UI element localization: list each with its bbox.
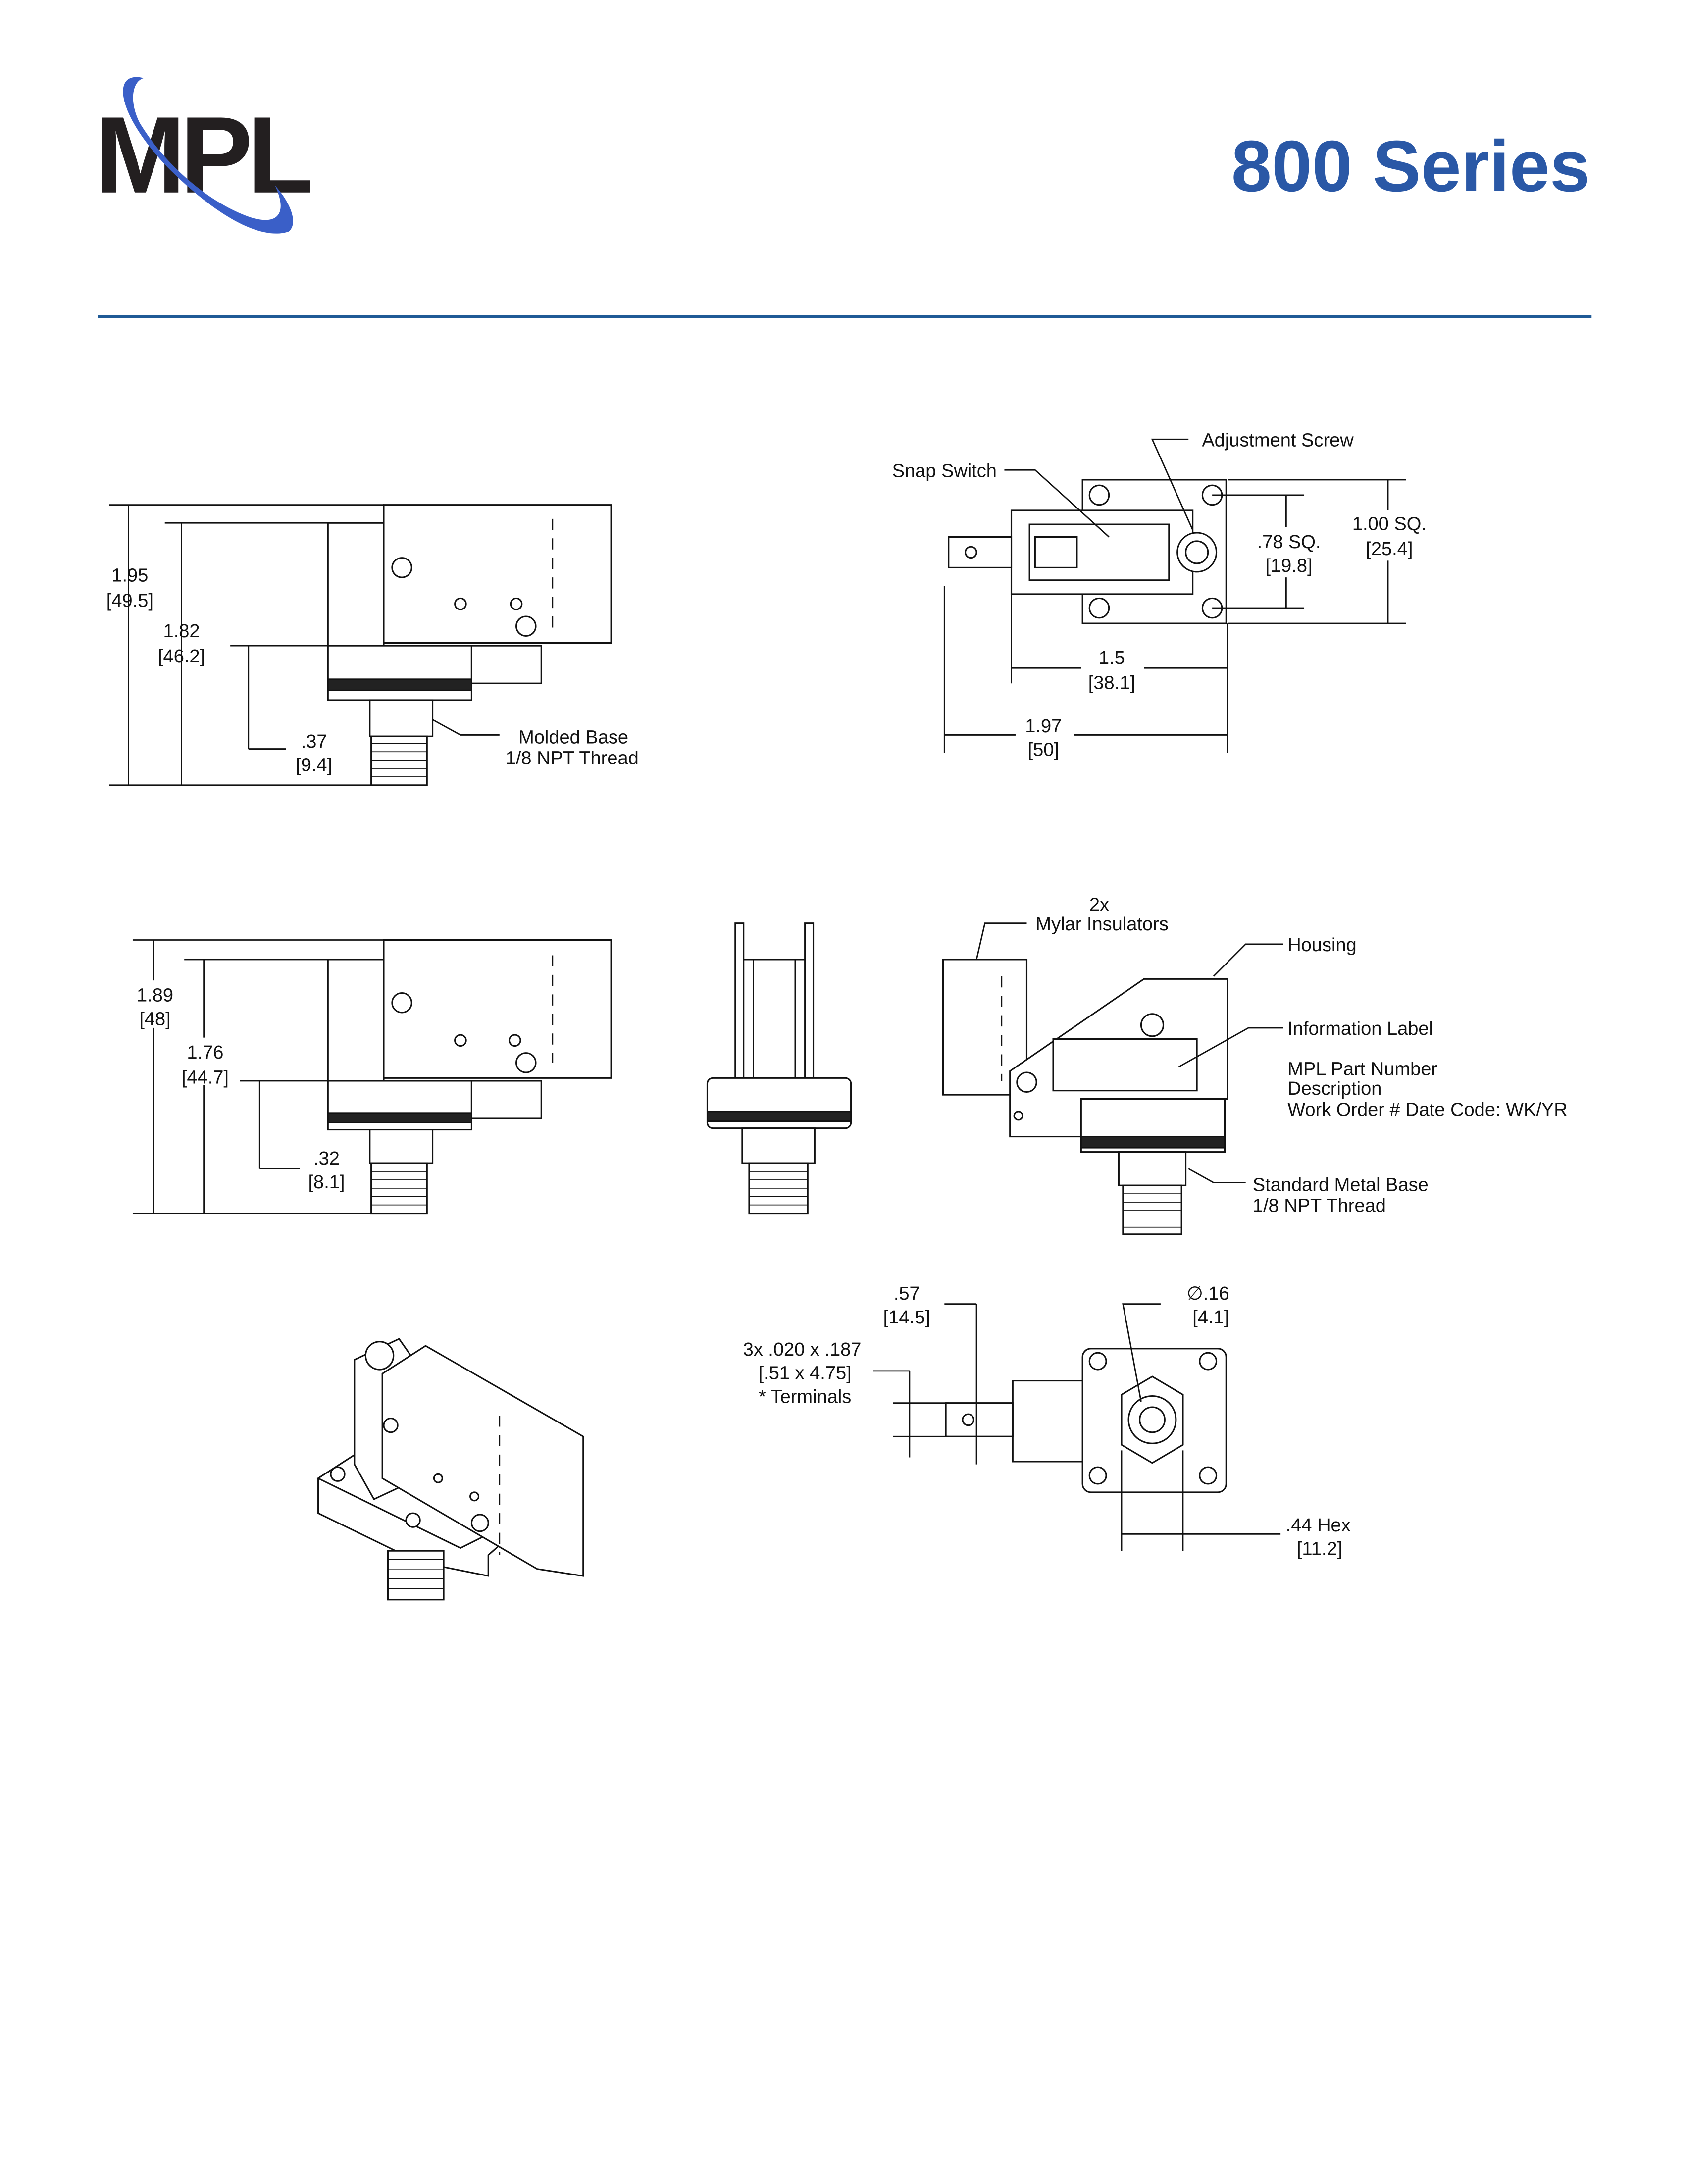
dim-base-height: .37 <box>301 731 327 752</box>
callout-npt-thread: 1/8 NPT Thread <box>506 748 639 769</box>
isometric-view-drawing <box>316 1338 584 1601</box>
dim-terminal-offset: .57 <box>894 1283 920 1304</box>
side-view-metal-drawing <box>132 939 612 1215</box>
mpl-logo: MPL <box>95 77 316 234</box>
label-description: Description <box>1287 1078 1381 1099</box>
callout-snap-switch: Snap Switch <box>892 460 997 481</box>
dim-metal-base-height-mm: [8.1] <box>308 1172 345 1193</box>
callout-information-label: Information Label <box>1287 1018 1433 1039</box>
callout-adjustment-screw: Adjustment Screw <box>1202 430 1354 451</box>
dim-sq-large: 1.00 SQ. <box>1352 513 1427 534</box>
dim-terminals-mm: [.51 x 4.75] <box>759 1363 852 1384</box>
dim-hex: .44 Hex <box>1286 1515 1351 1536</box>
logo-swoosh-icon <box>123 77 293 234</box>
dim-metal-base-height: .32 <box>313 1148 340 1169</box>
callout-standard-metal-base: Standard Metal Base <box>1253 1174 1429 1195</box>
dim-overall-height: 1.95 <box>111 565 148 586</box>
label-part-number: MPL Part Number <box>1287 1059 1437 1080</box>
dim-terminals: 3x .020 x .187 <box>743 1339 862 1360</box>
dim-height-to-base: 1.82 <box>163 621 200 642</box>
dim-width-outer: 1.97 <box>1025 716 1062 737</box>
dim-width-inner-mm: [38.1] <box>1088 672 1135 693</box>
dim-metal-overall-height: 1.89 <box>137 985 173 1006</box>
dim-height-to-base-mm: [46.2] <box>158 646 205 667</box>
label-work-order-date: Work Order # Date Code: WK/YR <box>1287 1099 1567 1120</box>
dim-sq-small: .78 SQ. <box>1257 532 1321 553</box>
terminals-note: * Terminals <box>759 1387 851 1408</box>
callout-metal-npt-thread: 1/8 NPT Thread <box>1253 1196 1386 1217</box>
dim-width-inner: 1.5 <box>1099 648 1125 668</box>
callout-mylar-insulators: Mylar Insulators <box>1035 914 1168 935</box>
dim-sq-large-mm: [25.4] <box>1366 539 1413 559</box>
dim-diameter: ∅.16 <box>1187 1283 1229 1304</box>
dim-metal-overall-height-mm: [48] <box>139 1009 170 1029</box>
dim-metal-height-to-base-mm: [44.7] <box>182 1067 229 1088</box>
top-view-drawing <box>943 438 1406 754</box>
side-view-molded-drawing <box>109 504 612 786</box>
dim-hex-mm: [11.2] <box>1297 1539 1342 1560</box>
bottom-view-drawing <box>873 1303 1281 1551</box>
callout-molded-base: Molded Base <box>518 727 628 748</box>
dim-sq-small-mm: [19.8] <box>1265 556 1312 576</box>
dim-width-outer-mm: [50] <box>1028 740 1059 761</box>
dim-base-height-mm: [9.4] <box>296 755 332 776</box>
dim-overall-height-mm: [49.5] <box>106 590 153 611</box>
callout-mylar-count: 2x <box>1089 894 1109 915</box>
dim-terminal-offset-mm: [14.5] <box>883 1307 930 1328</box>
page-title: 800 Series <box>1231 126 1590 207</box>
labeled-side-view-drawing <box>942 922 1283 1235</box>
dim-metal-height-to-base: 1.76 <box>187 1042 223 1063</box>
callout-housing: Housing <box>1287 935 1356 956</box>
dim-diameter-mm: [4.1] <box>1192 1307 1229 1328</box>
front-view-drawing <box>706 922 852 1215</box>
